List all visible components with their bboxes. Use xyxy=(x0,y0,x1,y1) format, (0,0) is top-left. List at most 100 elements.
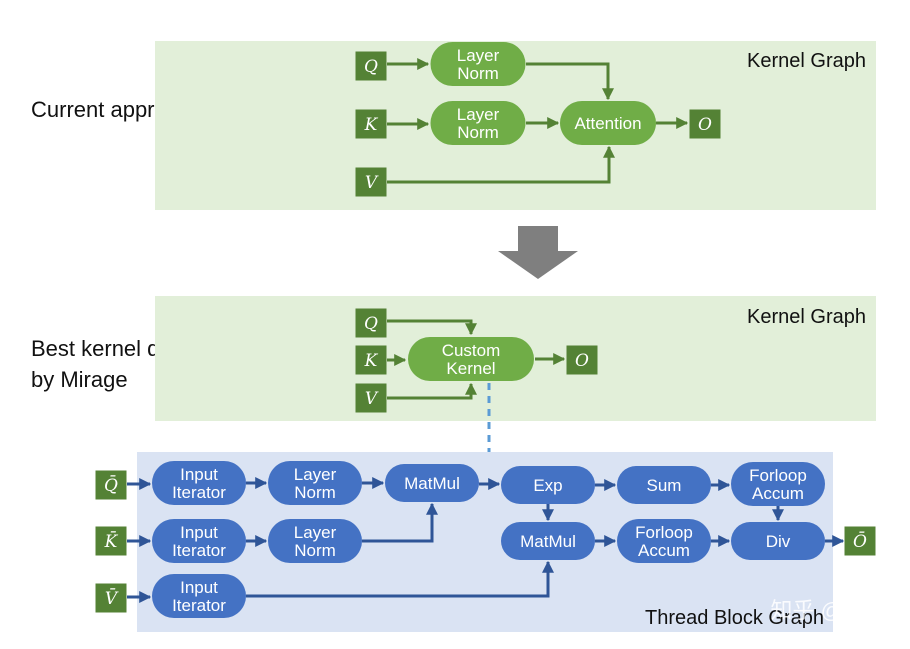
top-layer-norm-k-shape xyxy=(430,101,526,145)
top-input-v-box xyxy=(355,167,387,197)
bottom-matmul-1-shape xyxy=(385,464,479,502)
middle-output-o-box xyxy=(566,345,598,375)
bottom-arrow-iterator-v-to-matmul-2 xyxy=(246,560,554,598)
middle-input-k-label: K xyxy=(364,351,379,371)
bottom-input-v: V̄ xyxy=(95,583,127,613)
bottom-input-q-label: Q̄ xyxy=(104,474,118,496)
bottom-input-iterator-v-label-1: Input xyxy=(180,578,218,597)
top-layer-norm-q-label-2: Norm xyxy=(457,64,499,83)
bottom-forloop-accum-2-shape xyxy=(617,519,711,563)
top-attention-shape xyxy=(560,101,656,145)
top-arrow-v-to-attention xyxy=(387,145,615,184)
bottom-panel-title: Thread Block Graph xyxy=(645,607,824,629)
bottom-input-iterator-k-label-2: Iterator xyxy=(172,541,226,560)
top-output-o-box xyxy=(689,109,721,139)
bottom-forloop-accum-1-label-1: Forloop xyxy=(749,466,807,485)
mirage-caption-line-2: by Mirage xyxy=(31,367,128,392)
top-layer-norm-q-label-1: Layer xyxy=(457,46,500,65)
middle-output-o-label: O xyxy=(575,351,589,371)
bottom-matmul-2-shape xyxy=(501,522,595,560)
bottom-forloop-accum-1-label-2: Accum xyxy=(752,484,804,503)
bottom-input-q-box xyxy=(95,470,127,500)
bottom-matmul-1-label-1: MatMul xyxy=(404,474,460,493)
watermark: 知乎 @大卫 xyxy=(771,598,887,623)
bottom-input-iterator-k-label-1: Input xyxy=(180,523,218,542)
bottom-layer-norm-q-label-1: Layer xyxy=(294,465,337,484)
bottom-output-o-box xyxy=(844,526,876,556)
bottom-output-o: Ō xyxy=(844,526,876,556)
down-arrow-icon xyxy=(498,226,578,279)
bottom-div: Div xyxy=(731,522,825,560)
top-input-k-box xyxy=(355,109,387,139)
middle-arrow-q-to-kernel xyxy=(387,319,477,336)
bottom-layer-norm-q-shape xyxy=(268,461,362,505)
middle-input-v-label: V xyxy=(365,389,379,409)
top-input-k: K xyxy=(355,109,387,139)
top-output-o: O xyxy=(689,109,721,139)
bottom-sum-label-1: Sum xyxy=(647,476,682,495)
middle-panel-title: Kernel Graph xyxy=(747,306,866,328)
bottom-input-v-label: V̄ xyxy=(105,587,119,609)
top-output-o-label: O xyxy=(698,115,712,135)
middle-custom-kernel-label-2: Kernel xyxy=(446,359,495,378)
middle-custom-kernel-shape xyxy=(408,337,534,381)
top-input-v: V xyxy=(355,167,387,197)
middle-input-k: K xyxy=(355,345,387,375)
bottom-exp-label-1: Exp xyxy=(533,476,562,495)
bottom-input-v-box xyxy=(95,583,127,613)
bottom-input-q: Q̄ xyxy=(95,470,127,500)
top-input-k-label: K xyxy=(364,115,379,135)
top-input-q: Q xyxy=(355,51,387,81)
top-attention-label-1: Attention xyxy=(574,114,641,133)
middle-input-q-box xyxy=(355,308,387,338)
bottom-matmul-2-label-1: MatMul xyxy=(520,532,576,551)
top-arrow-norm-q-to-attention xyxy=(526,62,614,101)
top-attention: Attention xyxy=(560,101,656,145)
bottom-exp: Exp xyxy=(501,466,595,504)
middle-input-q-label: Q xyxy=(364,314,378,334)
middle-output-o: O xyxy=(566,345,598,375)
top-layer-norm-k-label-2: Norm xyxy=(457,123,499,142)
bottom-matmul-1: MatMul xyxy=(385,464,479,502)
bottom-input-iterator-v-shape xyxy=(152,574,246,618)
bottom-input-iterator-q-label-1: Input xyxy=(180,465,218,484)
bottom-layer-norm-q-label-2: Norm xyxy=(294,483,336,502)
top-layer-norm-k-label-1: Layer xyxy=(457,105,500,124)
top-input-q-label: Q xyxy=(364,57,378,77)
bottom-forloop-accum-2-label-2: Accum xyxy=(638,541,690,560)
bottom-matmul-2: MatMul xyxy=(501,522,595,560)
bottom-layer-norm-k-label-2: Norm xyxy=(294,541,336,560)
middle-custom-kernel-label-1: Custom xyxy=(442,341,501,360)
bottom-input-iterator-k-shape xyxy=(152,519,246,563)
middle-arrow-v-to-kernel xyxy=(387,382,477,400)
top-input-v-label: V xyxy=(365,173,379,193)
bottom-forloop-accum-1-shape xyxy=(731,462,825,506)
bottom-sum: Sum xyxy=(617,466,711,504)
bottom-input-iterator-q-label-2: Iterator xyxy=(172,483,226,502)
bottom-input-k-box xyxy=(95,526,127,556)
bottom-exp-shape xyxy=(501,466,595,504)
top-layer-norm-q-shape xyxy=(430,42,526,86)
bottom-input-k: K̄ xyxy=(95,526,127,556)
bottom-forloop-accum-2-label-1: Forloop xyxy=(635,523,693,542)
bottom-div-label-1: Div xyxy=(766,532,791,551)
middle-input-k-box xyxy=(355,345,387,375)
bottom-input-k-label: K̄ xyxy=(104,530,119,552)
bottom-input-iterator-v-label-2: Iterator xyxy=(172,596,226,615)
bottom-sum-shape xyxy=(617,466,711,504)
bottom-div-shape xyxy=(731,522,825,560)
bottom-output-o-label: Ō xyxy=(853,531,867,552)
bottom-arrow-norm-k-to-matmul xyxy=(362,502,438,543)
